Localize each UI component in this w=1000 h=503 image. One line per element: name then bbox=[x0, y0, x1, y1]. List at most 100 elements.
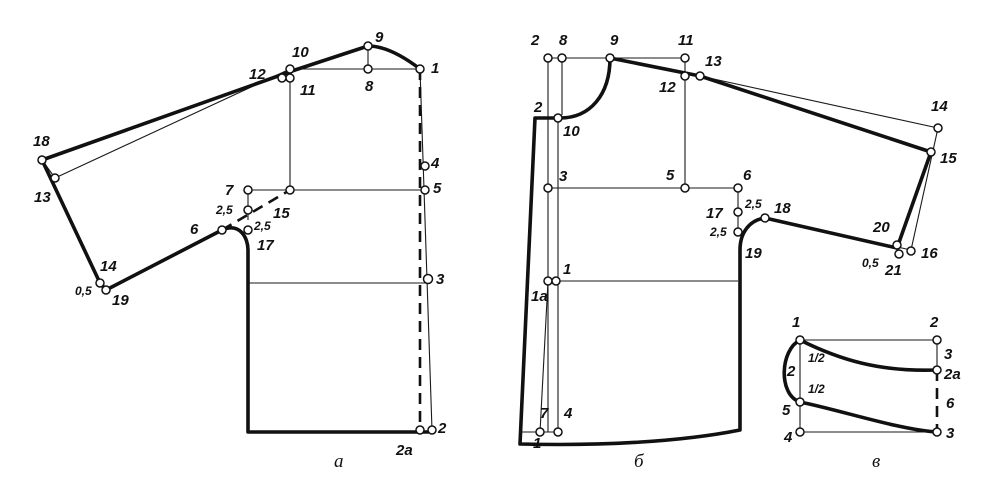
point-label: 6 bbox=[743, 167, 752, 184]
point-label: 4 bbox=[563, 405, 573, 422]
point-label: 10 bbox=[563, 123, 580, 140]
point bbox=[932, 427, 942, 437]
point-label: 2а bbox=[395, 442, 413, 459]
point bbox=[605, 53, 615, 63]
point-label: 15 bbox=[940, 150, 957, 167]
panel-caption: б bbox=[634, 451, 645, 472]
point-label: 4 bbox=[430, 155, 440, 172]
point-label: 9 bbox=[610, 32, 619, 49]
point bbox=[285, 64, 295, 74]
point bbox=[553, 427, 563, 437]
point bbox=[680, 183, 690, 193]
point bbox=[557, 53, 567, 63]
point-label: 11 bbox=[300, 82, 316, 99]
point-label: 21 bbox=[884, 262, 902, 279]
point bbox=[680, 71, 690, 81]
panel-caption: а bbox=[334, 451, 344, 472]
point bbox=[795, 335, 805, 345]
point bbox=[243, 205, 253, 215]
point bbox=[733, 227, 743, 237]
point bbox=[363, 64, 373, 74]
point-label: 18 bbox=[33, 133, 50, 150]
sleeve-underarm bbox=[104, 228, 224, 292]
point-label: 1 bbox=[431, 60, 439, 77]
point bbox=[427, 425, 437, 435]
point-label: 5 bbox=[666, 167, 675, 184]
point bbox=[933, 123, 943, 133]
point bbox=[101, 285, 111, 295]
back-outline bbox=[518, 56, 899, 447]
point bbox=[95, 278, 105, 288]
point bbox=[37, 155, 47, 165]
point bbox=[50, 173, 60, 183]
point bbox=[363, 41, 373, 51]
point-label: 1 bbox=[792, 314, 800, 331]
point-label: 19 bbox=[112, 292, 129, 309]
armhole-dashed-line bbox=[221, 188, 291, 232]
point-label: 11 bbox=[678, 32, 694, 49]
point bbox=[285, 185, 295, 195]
point bbox=[892, 240, 902, 250]
point bbox=[420, 161, 430, 171]
point-label: 7 bbox=[225, 182, 234, 199]
point bbox=[217, 225, 227, 235]
point-label: 2 bbox=[786, 363, 796, 380]
point bbox=[932, 335, 942, 345]
point-label: 3 bbox=[944, 346, 953, 363]
dimension-label: 2,5 bbox=[253, 219, 271, 233]
point bbox=[906, 246, 916, 256]
point-label: 2 bbox=[530, 32, 540, 49]
point bbox=[543, 53, 553, 63]
panel-v: 1 2 2 2а 3 3 4 5 6 1/2 1/2 в bbox=[782, 314, 961, 472]
point bbox=[415, 425, 425, 435]
point bbox=[680, 53, 690, 63]
point bbox=[415, 64, 425, 74]
point-label: 2 bbox=[533, 99, 543, 116]
point bbox=[243, 225, 253, 235]
point-label: 2 bbox=[929, 314, 939, 331]
point-label: 12 bbox=[659, 79, 676, 96]
dimension-label: 2,5 bbox=[215, 203, 233, 217]
point bbox=[543, 183, 553, 193]
point-label: 4 bbox=[783, 429, 793, 446]
point bbox=[695, 71, 705, 81]
point-label: 12 bbox=[249, 66, 266, 83]
point-label: 1 bbox=[533, 435, 541, 452]
point bbox=[422, 273, 434, 285]
point bbox=[926, 147, 936, 157]
point bbox=[277, 73, 287, 83]
point-label: 13 bbox=[34, 189, 51, 206]
labels-a: 1 2 2а 3 4 5 6 7 8 9 10 11 12 13 14 15 1… bbox=[33, 29, 447, 472]
dimension-label: 2,5 bbox=[709, 225, 727, 239]
dimension-label: 2,5 bbox=[744, 197, 762, 211]
point-label: 3 bbox=[946, 425, 955, 442]
dimension-label: 0,5 bbox=[862, 256, 879, 270]
point bbox=[795, 427, 805, 437]
point-label: 16 bbox=[921, 245, 938, 262]
point bbox=[243, 185, 253, 195]
point-label: 8 bbox=[365, 78, 374, 95]
point-label: 15 bbox=[273, 205, 290, 222]
dimension-label: 1/2 bbox=[808, 382, 825, 396]
point-label: 18 bbox=[774, 200, 791, 217]
panel-a: 1 2 2а 3 4 5 6 7 8 9 10 11 12 13 14 15 1… bbox=[33, 29, 447, 472]
panel-caption: в bbox=[872, 451, 880, 472]
point-label: 1а bbox=[531, 288, 548, 305]
point-label: 1 bbox=[563, 261, 571, 278]
point bbox=[535, 427, 545, 437]
labels-v: 1 2 2 2а 3 3 4 5 6 1/2 1/2 в bbox=[782, 314, 961, 472]
point-label: 8 bbox=[559, 32, 568, 49]
point bbox=[285, 73, 295, 83]
panel-b: 1 1а 2 2 3 4 5 6 7 8 9 10 11 12 13 14 15… bbox=[518, 32, 957, 472]
point bbox=[795, 397, 805, 407]
point-label: 9 bbox=[375, 29, 384, 46]
points-v bbox=[795, 335, 942, 437]
point bbox=[420, 185, 430, 195]
labels-b: 1 1а 2 2 3 4 5 6 7 8 9 10 11 12 13 14 15… bbox=[530, 32, 957, 472]
point bbox=[894, 249, 904, 259]
point-label: 20 bbox=[872, 219, 890, 236]
point-label: 17 bbox=[257, 237, 274, 254]
point-label: 3 bbox=[436, 271, 445, 288]
